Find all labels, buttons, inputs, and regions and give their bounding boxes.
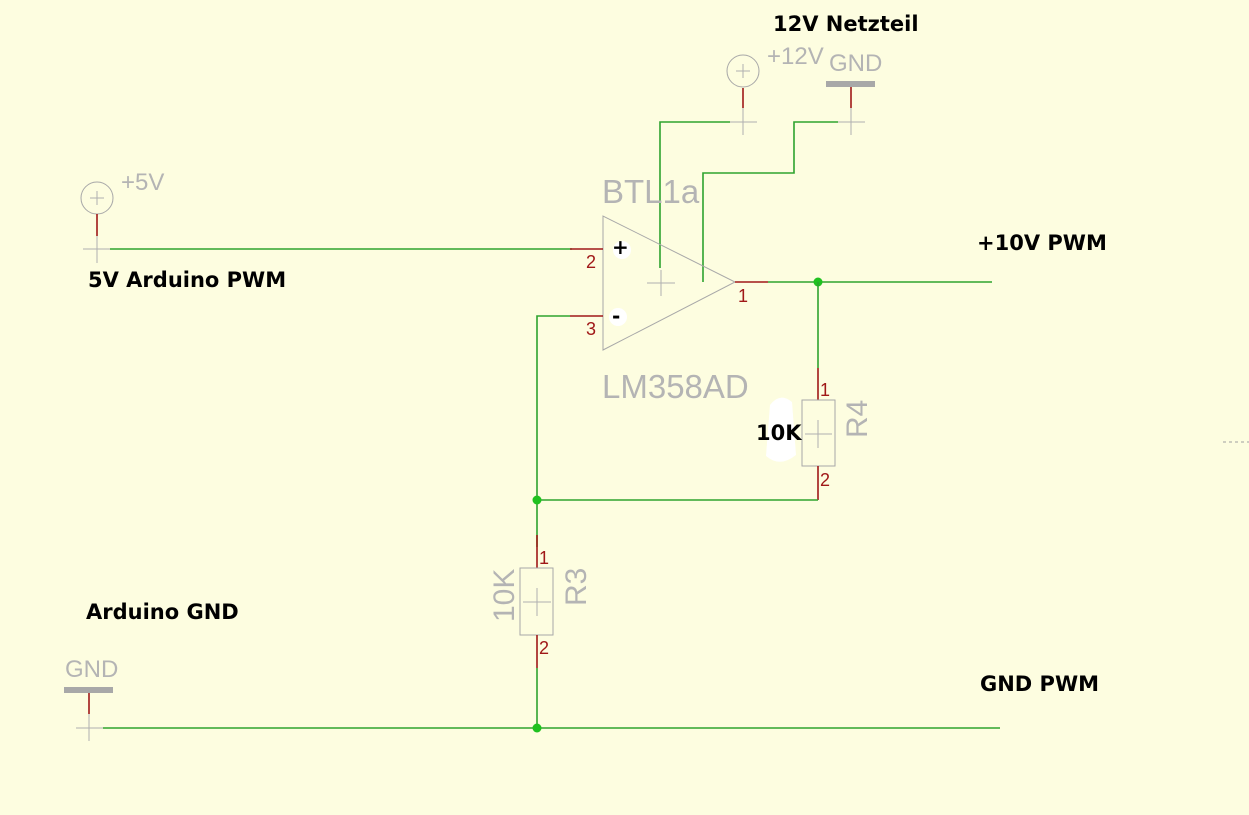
supply-plus12v[interactable]: +12V [726,43,824,135]
supply-gnd-top[interactable]: GND [826,50,882,135]
inverting-sign: - [612,304,620,328]
supply-label: +12V [767,43,824,70]
opamp-value: LM358AD [602,368,749,405]
gnd-label: GND [829,50,882,77]
ground-icon [64,687,113,693]
opamp-triangle-icon [602,215,737,351]
supply-plus5v[interactable]: +5V [80,169,164,263]
pin-number: 2 [539,638,549,658]
resistor-value: 10K [488,569,521,622]
gnd-label: GND [65,656,118,683]
wire-inv-input[interactable] [536,315,570,500]
note-output-pwm: +10V PWM [977,231,1107,255]
ground-icon [826,81,875,87]
wire-feedback[interactable] [536,499,818,547]
pin-number: 2 [820,470,830,490]
opamp-btl1a[interactable]: BTL1a + - 2 3 1 LM358AD [570,173,768,405]
pin-number: 1 [738,286,748,306]
supply-gnd-bottom[interactable]: GND [64,656,118,741]
pin-number: 1 [539,548,549,568]
opamp-name: BTL1a [602,173,700,210]
resistor-name: R3 [560,568,593,606]
supply-label: +5V [121,169,164,196]
wire-vcc[interactable] [659,121,730,268]
pin-number: 1 [820,380,830,400]
junction-dot [532,495,542,505]
pin-number: 2 [586,252,596,272]
note-input-pwm: 5V Arduino PWM [88,268,286,292]
pin-number: 3 [586,319,596,339]
note-arduino-gnd: Arduino GND [86,600,239,624]
note-12v-netzteil: 12V Netzteil [773,12,919,36]
wire-vee[interactable] [702,121,838,282]
resistor-name: R4 [841,400,874,438]
note-gnd-pwm: GND PWM [980,672,1099,696]
junction-dot [532,723,542,733]
resistor-r3[interactable]: 1 2 R3 10K [488,535,593,668]
supply-circle-icon [726,54,760,88]
noninverting-sign: + [612,235,629,259]
resistor-r4[interactable]: 1 2 R4 10K [756,368,874,500]
note-r4-value: 10K [756,421,802,445]
